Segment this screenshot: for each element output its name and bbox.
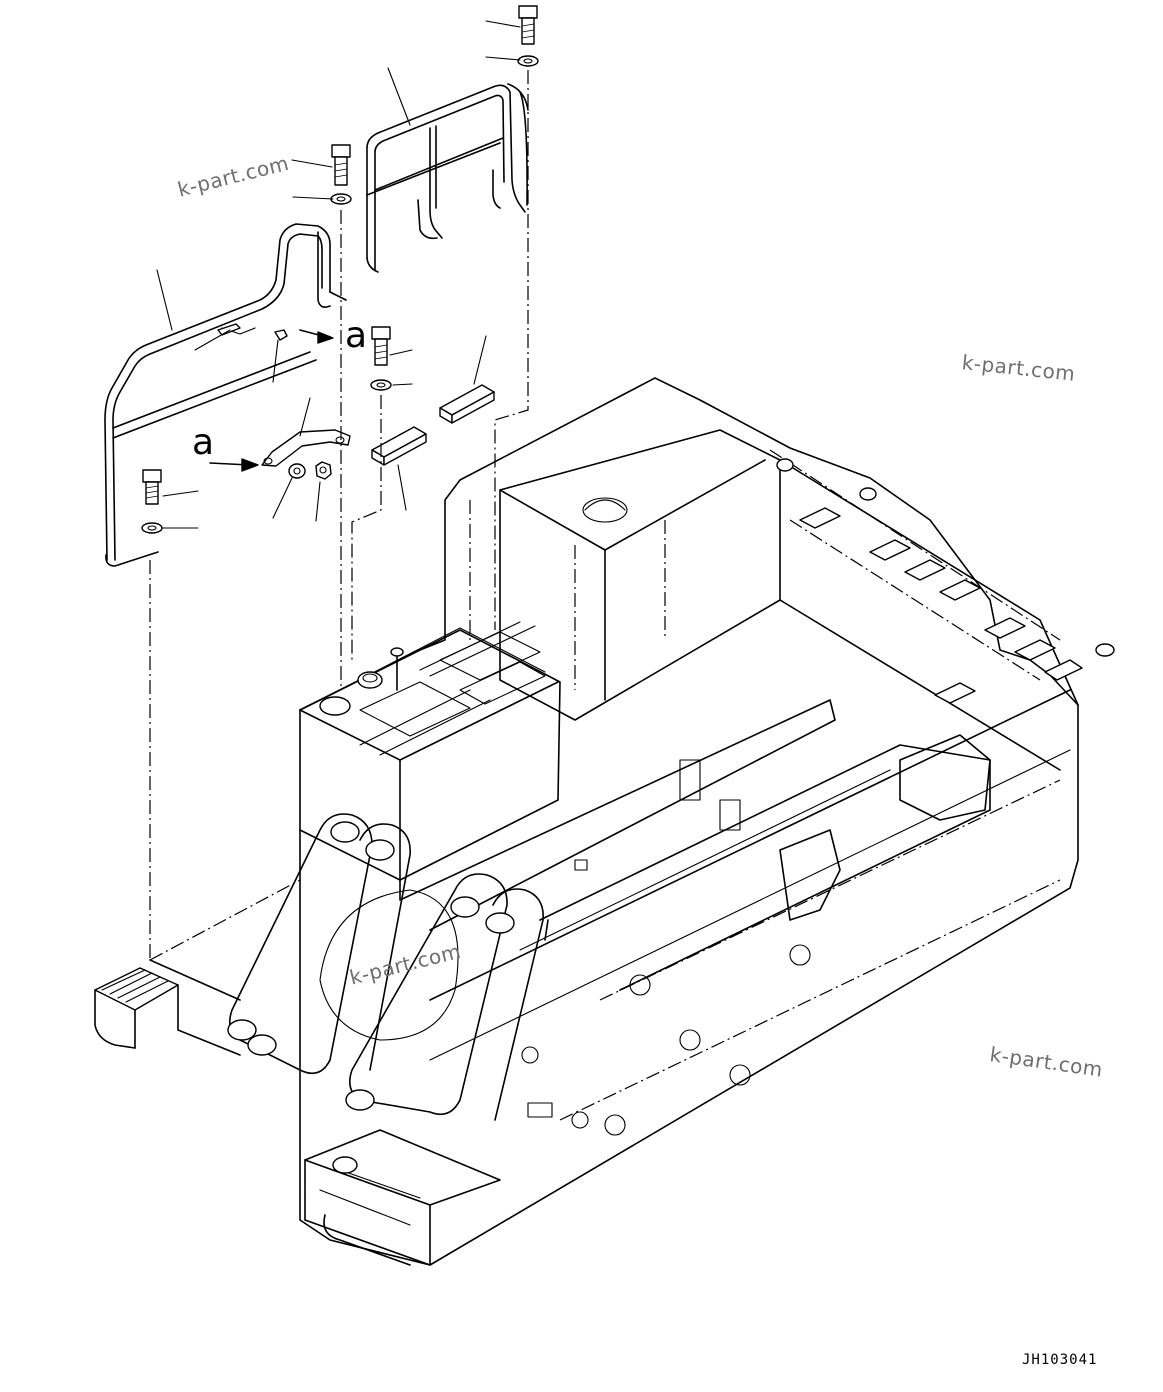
side-handrail	[104, 223, 347, 567]
washer-left-2	[330, 193, 352, 205]
bolt-left-2	[331, 144, 351, 186]
step-plate-upper	[439, 384, 495, 424]
callout-letter-a-right: a	[345, 315, 368, 356]
assembly-guide-lines	[149, 70, 529, 960]
washer-middle	[370, 379, 392, 391]
bolt-left-1	[142, 469, 162, 505]
bolt-middle	[371, 326, 391, 366]
bolt-top	[518, 5, 538, 45]
callout-letter-a-left: a	[192, 422, 215, 463]
step-plate-lower	[371, 426, 427, 466]
vent-panels	[799, 507, 1083, 704]
nut-bracket	[315, 461, 332, 480]
washer-top	[517, 55, 539, 67]
revolving-frame	[94, 377, 1115, 1266]
washer-left-1	[141, 522, 163, 534]
washer-bracket	[288, 463, 306, 479]
clip-small	[217, 323, 288, 341]
mounting-bracket	[261, 429, 351, 467]
upper-handrail	[366, 83, 529, 273]
frame-bolt-holes	[521, 759, 811, 1136]
drawing-code-label: JH103041	[1022, 1352, 1098, 1368]
leader-lines	[156, 20, 521, 529]
